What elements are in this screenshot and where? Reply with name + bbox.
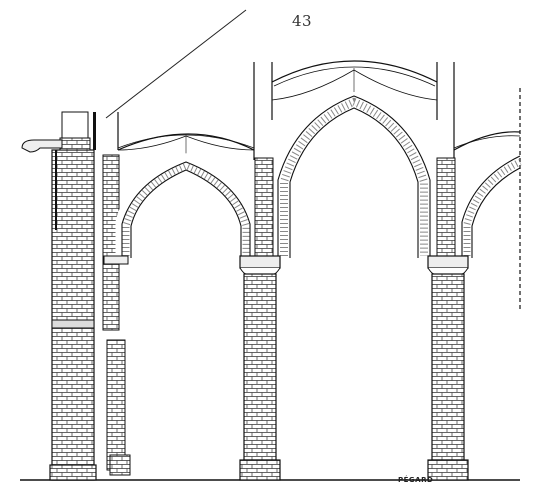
roof-line: [105, 9, 247, 119]
pier-center-right: [427, 255, 469, 481]
left-buttress: [21, 111, 97, 481]
aisle-capital: [103, 255, 129, 265]
vault-center: [271, 60, 438, 258]
aisle-wall: [102, 154, 131, 476]
clerestory-lines: [117, 62, 521, 312]
engraver-signature: PÉGARD: [398, 476, 434, 484]
pier-center-left: [239, 255, 281, 481]
page-number: 43: [292, 12, 313, 30]
vault-left: [115, 133, 257, 258]
vault-right: [453, 131, 522, 258]
